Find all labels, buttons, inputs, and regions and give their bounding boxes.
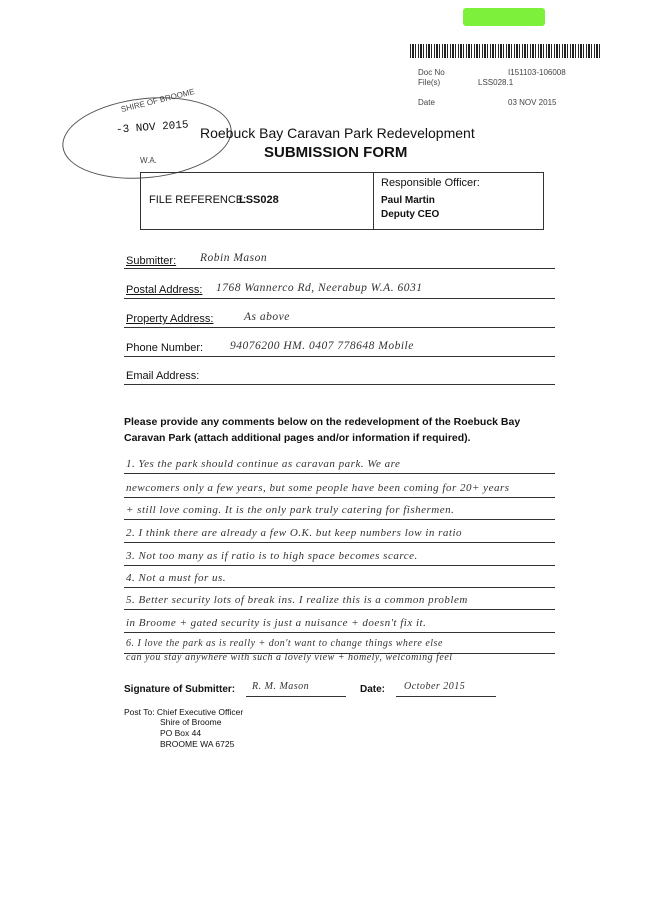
phone-label: Phone Number:: [126, 342, 204, 354]
property-address-label: Property Address:: [126, 313, 214, 325]
file-reference-label: FILE REFERENCE:: [149, 194, 247, 206]
page-title: Roebuck Bay Caravan Park Redevelopment: [200, 125, 475, 141]
comment-line: + still love coming. It is the only park…: [126, 504, 455, 516]
signature-value[interactable]: R. M. Mason: [252, 681, 310, 692]
comment-line: in Broome + gated security is just a nui…: [126, 617, 427, 629]
officer-title: Deputy CEO: [381, 209, 440, 220]
officer-label: Responsible Officer:: [381, 177, 480, 189]
date-label: Date: [418, 98, 435, 107]
barcode: [410, 44, 600, 58]
signature-date-label: Date:: [360, 684, 386, 695]
doc-no: I151103-106008: [508, 68, 566, 77]
post-to-line: BROOME WA 6725: [160, 739, 235, 749]
comment-line: 3. Not too many as if ratio is to high s…: [126, 550, 418, 562]
submitter-value[interactable]: Robin Mason: [200, 252, 268, 264]
date: 03 NOV 2015: [508, 98, 557, 107]
files-label: File(s): [418, 78, 441, 87]
stamp-bottom: W.A.: [140, 156, 157, 165]
postal-address-label: Postal Address:: [126, 284, 203, 296]
doc-no-label: Doc No: [418, 68, 445, 77]
file-reference-value: LSS028: [239, 194, 279, 206]
signature-date-value[interactable]: October 2015: [404, 681, 466, 692]
reference-box: FILE REFERENCE: LSS028 Responsible Offic…: [140, 172, 544, 230]
comment-line: can you stay anywhere with such a lovely…: [126, 652, 453, 663]
post-to-line: Post To: Chief Executive Officer: [124, 707, 244, 717]
page-subtitle: SUBMISSION FORM: [264, 144, 408, 161]
phone-value[interactable]: 94076200 HM. 0407 778648 Mobile: [230, 340, 414, 352]
property-address-value[interactable]: As above: [244, 311, 290, 323]
comment-line: 2. I think there are already a few O.K. …: [126, 527, 463, 539]
post-to-line: PO Box 44: [160, 728, 202, 738]
postal-address-value[interactable]: 1768 Wannerco Rd, Neerabup W.A. 6031: [216, 282, 423, 294]
comment-line: newcomers only a few years, but some peo…: [126, 482, 510, 494]
officer-name: Paul Martin: [381, 195, 435, 206]
submitter-label: Submitter:: [126, 255, 177, 267]
comment-line: 5. Better security lots of break ins. I …: [126, 594, 468, 606]
files: LSS028.1: [478, 78, 514, 87]
instructions: Please provide any comments below on the…: [124, 416, 521, 444]
highlight-mark: [463, 8, 545, 26]
comment-line: 1. Yes the park should continue as carav…: [126, 458, 401, 470]
email-label: Email Address:: [126, 370, 200, 382]
signature-label: Signature of Submitter:: [124, 684, 236, 695]
post-to-line: Shire of Broome: [160, 717, 222, 727]
comment-line: 4. Not a must for us.: [126, 572, 227, 584]
comment-line: 6. I love the park as is really + don't …: [126, 638, 443, 649]
